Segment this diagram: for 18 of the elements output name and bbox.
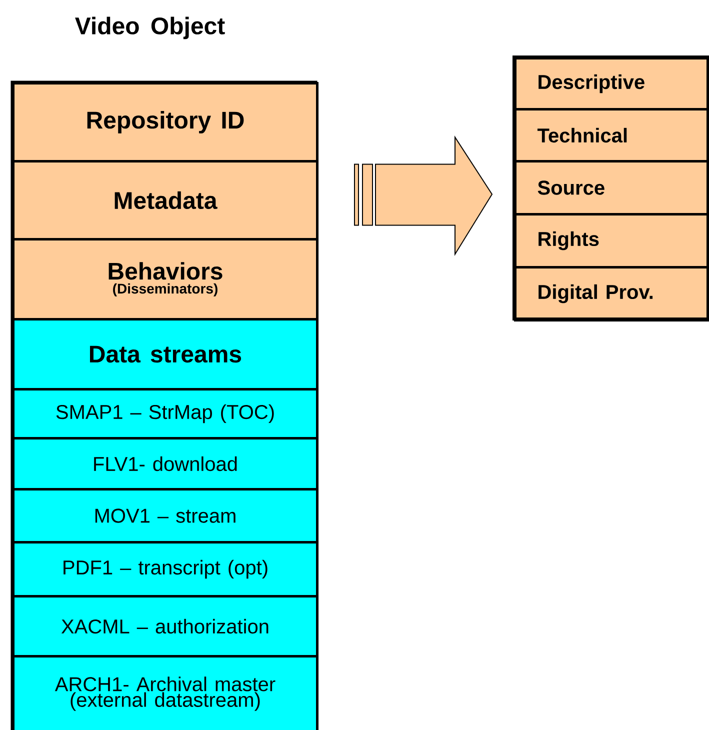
datastream-row: SMAP1 – StrMap (TOC) <box>12 388 318 440</box>
metadata-type-box: Descriptive <box>514 57 709 110</box>
datastream-row: ARCH1- Archival master (external datastream) <box>12 655 318 730</box>
metadata-type-box: Technical <box>514 108 709 162</box>
datastream-row: XACML – authorization <box>12 595 318 658</box>
datastream-header: Data streams <box>12 318 318 390</box>
section-box: Metadata <box>12 160 318 240</box>
metadata-type-box: Rights <box>514 213 709 268</box>
datastream-row: FLV1- download <box>12 437 318 490</box>
datastream-row: PDF1 – transcript (opt) <box>12 541 318 598</box>
stack-frame <box>512 56 709 320</box>
metadata-type-box: Source <box>514 160 709 216</box>
datastream-row: MOV1 – stream <box>12 488 318 544</box>
block-arrow <box>354 136 493 256</box>
column-heading: Video Object <box>75 16 225 40</box>
section-box: Behaviors (Disseminators) <box>12 238 318 320</box>
section-box: Repository ID <box>12 82 318 162</box>
metadata-type-box: Digital Prov. <box>514 266 709 322</box>
